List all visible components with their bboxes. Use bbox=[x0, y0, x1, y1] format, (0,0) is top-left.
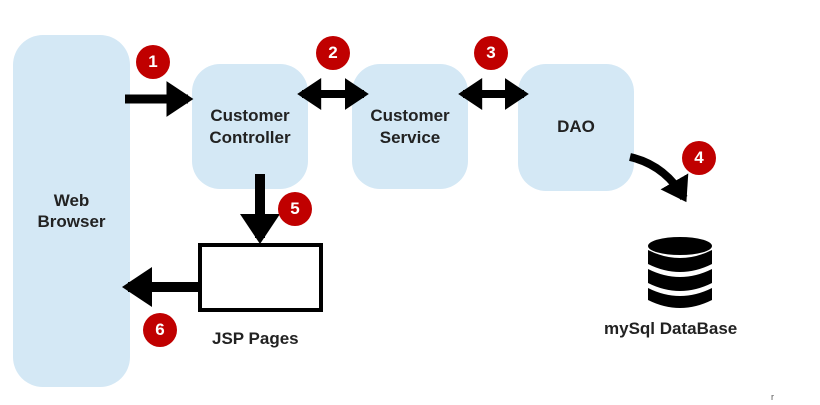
dao-node: DAO bbox=[518, 64, 634, 191]
customer-controller-node: Customer Controller bbox=[192, 64, 308, 189]
step-badge-6: 6 bbox=[143, 313, 177, 347]
mysql-database-label: mySql DataBase bbox=[604, 319, 738, 338]
step-badge-1: 1 bbox=[136, 45, 170, 79]
web-browser-label: Web Browser bbox=[37, 190, 106, 231]
arrow-4 bbox=[629, 153, 689, 203]
step-badge-5: 5 bbox=[278, 192, 312, 226]
customer-service-label: Customer Service bbox=[370, 106, 450, 147]
customer-controller-label: Customer Controller bbox=[209, 106, 291, 147]
database-icon bbox=[648, 237, 712, 308]
web-browser-node: Web Browser bbox=[13, 35, 130, 387]
footer-mark: r bbox=[771, 392, 774, 402]
step-badge-2: 2 bbox=[316, 36, 350, 70]
step-badge-3: 3 bbox=[474, 36, 508, 70]
jsp-pages-label: JSP Pages bbox=[212, 329, 299, 348]
dao-label: DAO bbox=[557, 116, 595, 136]
jsp-pages-box bbox=[198, 243, 323, 312]
customer-service-node: Customer Service bbox=[352, 64, 468, 189]
step-badge-4: 4 bbox=[682, 141, 716, 175]
